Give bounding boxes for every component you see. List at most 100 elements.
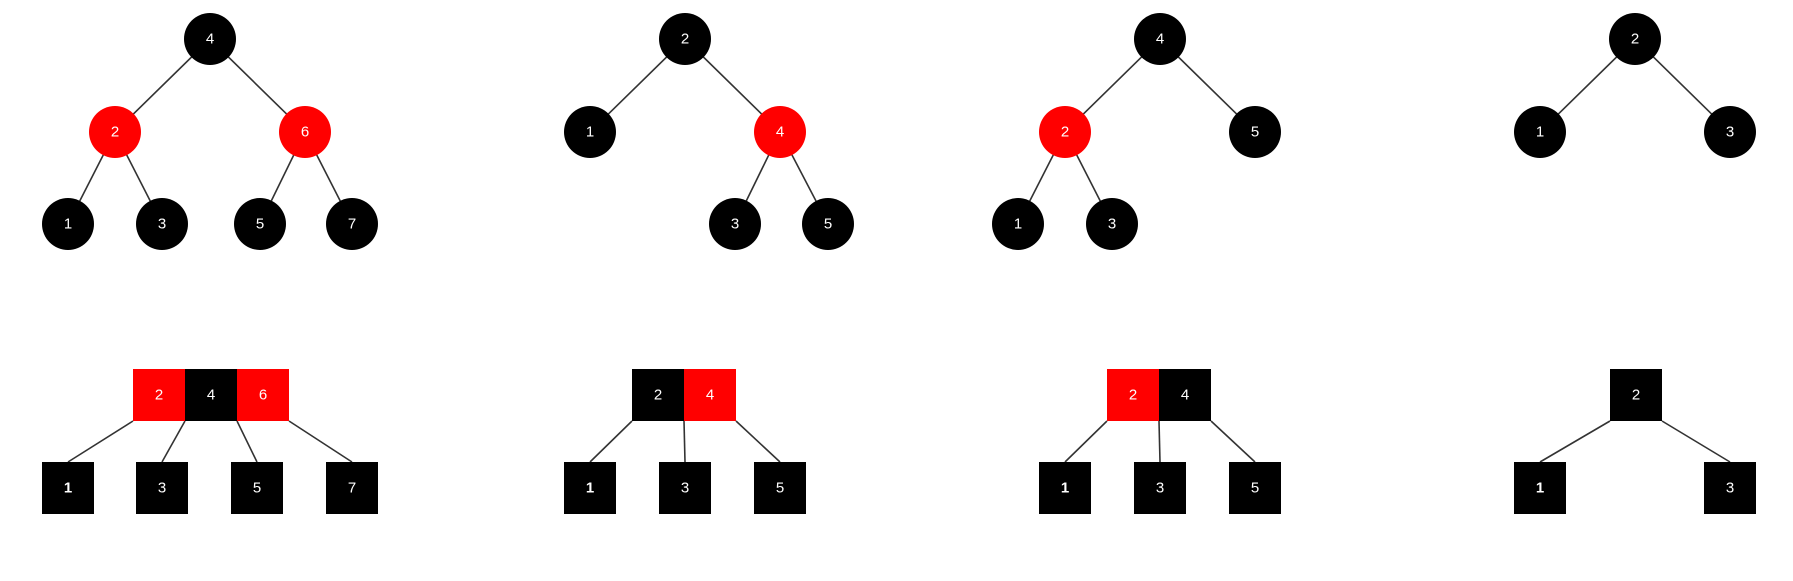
rb-node-2: 2 <box>659 13 711 65</box>
rb-node-circle <box>709 198 761 250</box>
b-tree-leaf-3: 3 <box>136 462 188 514</box>
rb-node-1: 1 <box>564 106 616 158</box>
b-tree-key-label: 2 <box>1632 387 1640 404</box>
rb-node-label: 3 <box>158 216 166 233</box>
tree-edge <box>1158 420 1161 463</box>
tree-edge <box>1661 420 1731 463</box>
tree-edge <box>589 420 633 463</box>
rb-node-circle <box>42 198 94 250</box>
b-tree-leaf-1: 1 <box>1039 462 1091 514</box>
rb-node-1: 1 <box>42 198 94 250</box>
rb-node-circle <box>279 106 331 158</box>
b-tree-leaf-label: 3 <box>681 480 689 497</box>
rb-node-circle <box>1514 106 1566 158</box>
b-tree-leaf-box <box>1514 462 1566 514</box>
rb-node-label: 6 <box>301 124 309 141</box>
rb-node-3: 3 <box>1086 198 1138 250</box>
rb-node-3: 3 <box>136 198 188 250</box>
rb-node-2: 2 <box>89 106 141 158</box>
rb-node-circle <box>1704 106 1756 158</box>
b-tree-key-label: 4 <box>706 387 714 404</box>
b-tree-key-6: 6 <box>237 369 289 421</box>
rb-node-3: 3 <box>1704 106 1756 158</box>
b-tree-key-box <box>237 369 289 421</box>
b-tree-leaf-box <box>326 462 378 514</box>
rb-node-1: 1 <box>1514 106 1566 158</box>
rb-node-label: 5 <box>256 216 264 233</box>
rb-node-label: 3 <box>1726 124 1734 141</box>
rb-node-7: 7 <box>326 198 378 250</box>
b-tree-leaf-box <box>564 462 616 514</box>
rb-node-circle <box>1086 198 1138 250</box>
tree-edge <box>1539 420 1611 463</box>
b-tree-leaf-box <box>659 462 711 514</box>
rb-node-label: 2 <box>1061 124 1069 141</box>
rb-node-label: 1 <box>1536 124 1544 141</box>
rb-node-label: 5 <box>824 216 832 233</box>
rb-node-6: 6 <box>279 106 331 158</box>
b-tree-leaf-box <box>136 462 188 514</box>
b-tree-leaf-3: 3 <box>1134 462 1186 514</box>
rb-node-4: 4 <box>1134 13 1186 65</box>
rb-node-5: 5 <box>234 198 286 250</box>
b-tree-leaf-label: 7 <box>348 480 356 497</box>
rb-node-label: 2 <box>111 124 119 141</box>
rb-node-label: 3 <box>1108 216 1116 233</box>
b-tree-leaf-box <box>1704 462 1756 514</box>
b-tree-leaf-box <box>42 462 94 514</box>
rb-node-label: 4 <box>776 124 784 141</box>
rb-node-1: 1 <box>992 198 1044 250</box>
rb-node-circle <box>1134 13 1186 65</box>
b-tree-key-label: 4 <box>207 387 215 404</box>
rb-node-label: 2 <box>681 31 689 48</box>
b-tree-leaf-5: 5 <box>231 462 283 514</box>
b-tree-key-label: 6 <box>259 387 267 404</box>
b-tree-key-box <box>133 369 185 421</box>
b-tree-leaf-3: 3 <box>1704 462 1756 514</box>
b-tree-root-node: 2 <box>1610 369 1662 421</box>
rb-node-circle <box>1609 13 1661 65</box>
b-tree-leaf-5: 5 <box>754 462 806 514</box>
rb-node-label: 1 <box>64 216 72 233</box>
rb-node-5: 5 <box>1229 106 1281 158</box>
b-tree-leaf-1: 1 <box>1514 462 1566 514</box>
b-tree-key-box <box>632 369 684 421</box>
b-tree-key-label: 2 <box>155 387 163 404</box>
b-tree-leaf-box <box>1134 462 1186 514</box>
b-tree-key-4: 4 <box>1159 369 1211 421</box>
b-tree-key-2: 2 <box>1610 369 1662 421</box>
tree-edge <box>1210 420 1256 463</box>
b-tree-key-4: 4 <box>684 369 736 421</box>
b-tree-key-box <box>1159 369 1211 421</box>
rb-node-label: 2 <box>1631 31 1639 48</box>
b-tree-leaf-1: 1 <box>42 462 94 514</box>
b-tree-key-box <box>185 369 237 421</box>
b-tree-key-2: 2 <box>632 369 684 421</box>
rb-node-circle <box>754 106 806 158</box>
b-tree-leaf-3: 3 <box>659 462 711 514</box>
rb-node-label: 4 <box>1156 31 1164 48</box>
rb-node-circle <box>234 198 286 250</box>
rb-node-circle <box>89 106 141 158</box>
rb-node-circle <box>1039 106 1091 158</box>
b-tree-root-node: 2 4 6 <box>133 369 289 421</box>
b-tree-leaf-box <box>1039 462 1091 514</box>
b-tree-key-label: 2 <box>1129 387 1137 404</box>
b-tree-leaf-box <box>231 462 283 514</box>
tree-edge <box>683 420 686 463</box>
b-tree-leaf-label: 1 <box>1536 480 1544 497</box>
b-tree-key-label: 2 <box>654 387 662 404</box>
b-tree-leaf-label: 1 <box>64 480 72 497</box>
b-tree-key-box <box>1107 369 1159 421</box>
b-tree-leaf-7: 7 <box>326 462 378 514</box>
b-tree-leaf-label: 5 <box>1251 480 1259 497</box>
